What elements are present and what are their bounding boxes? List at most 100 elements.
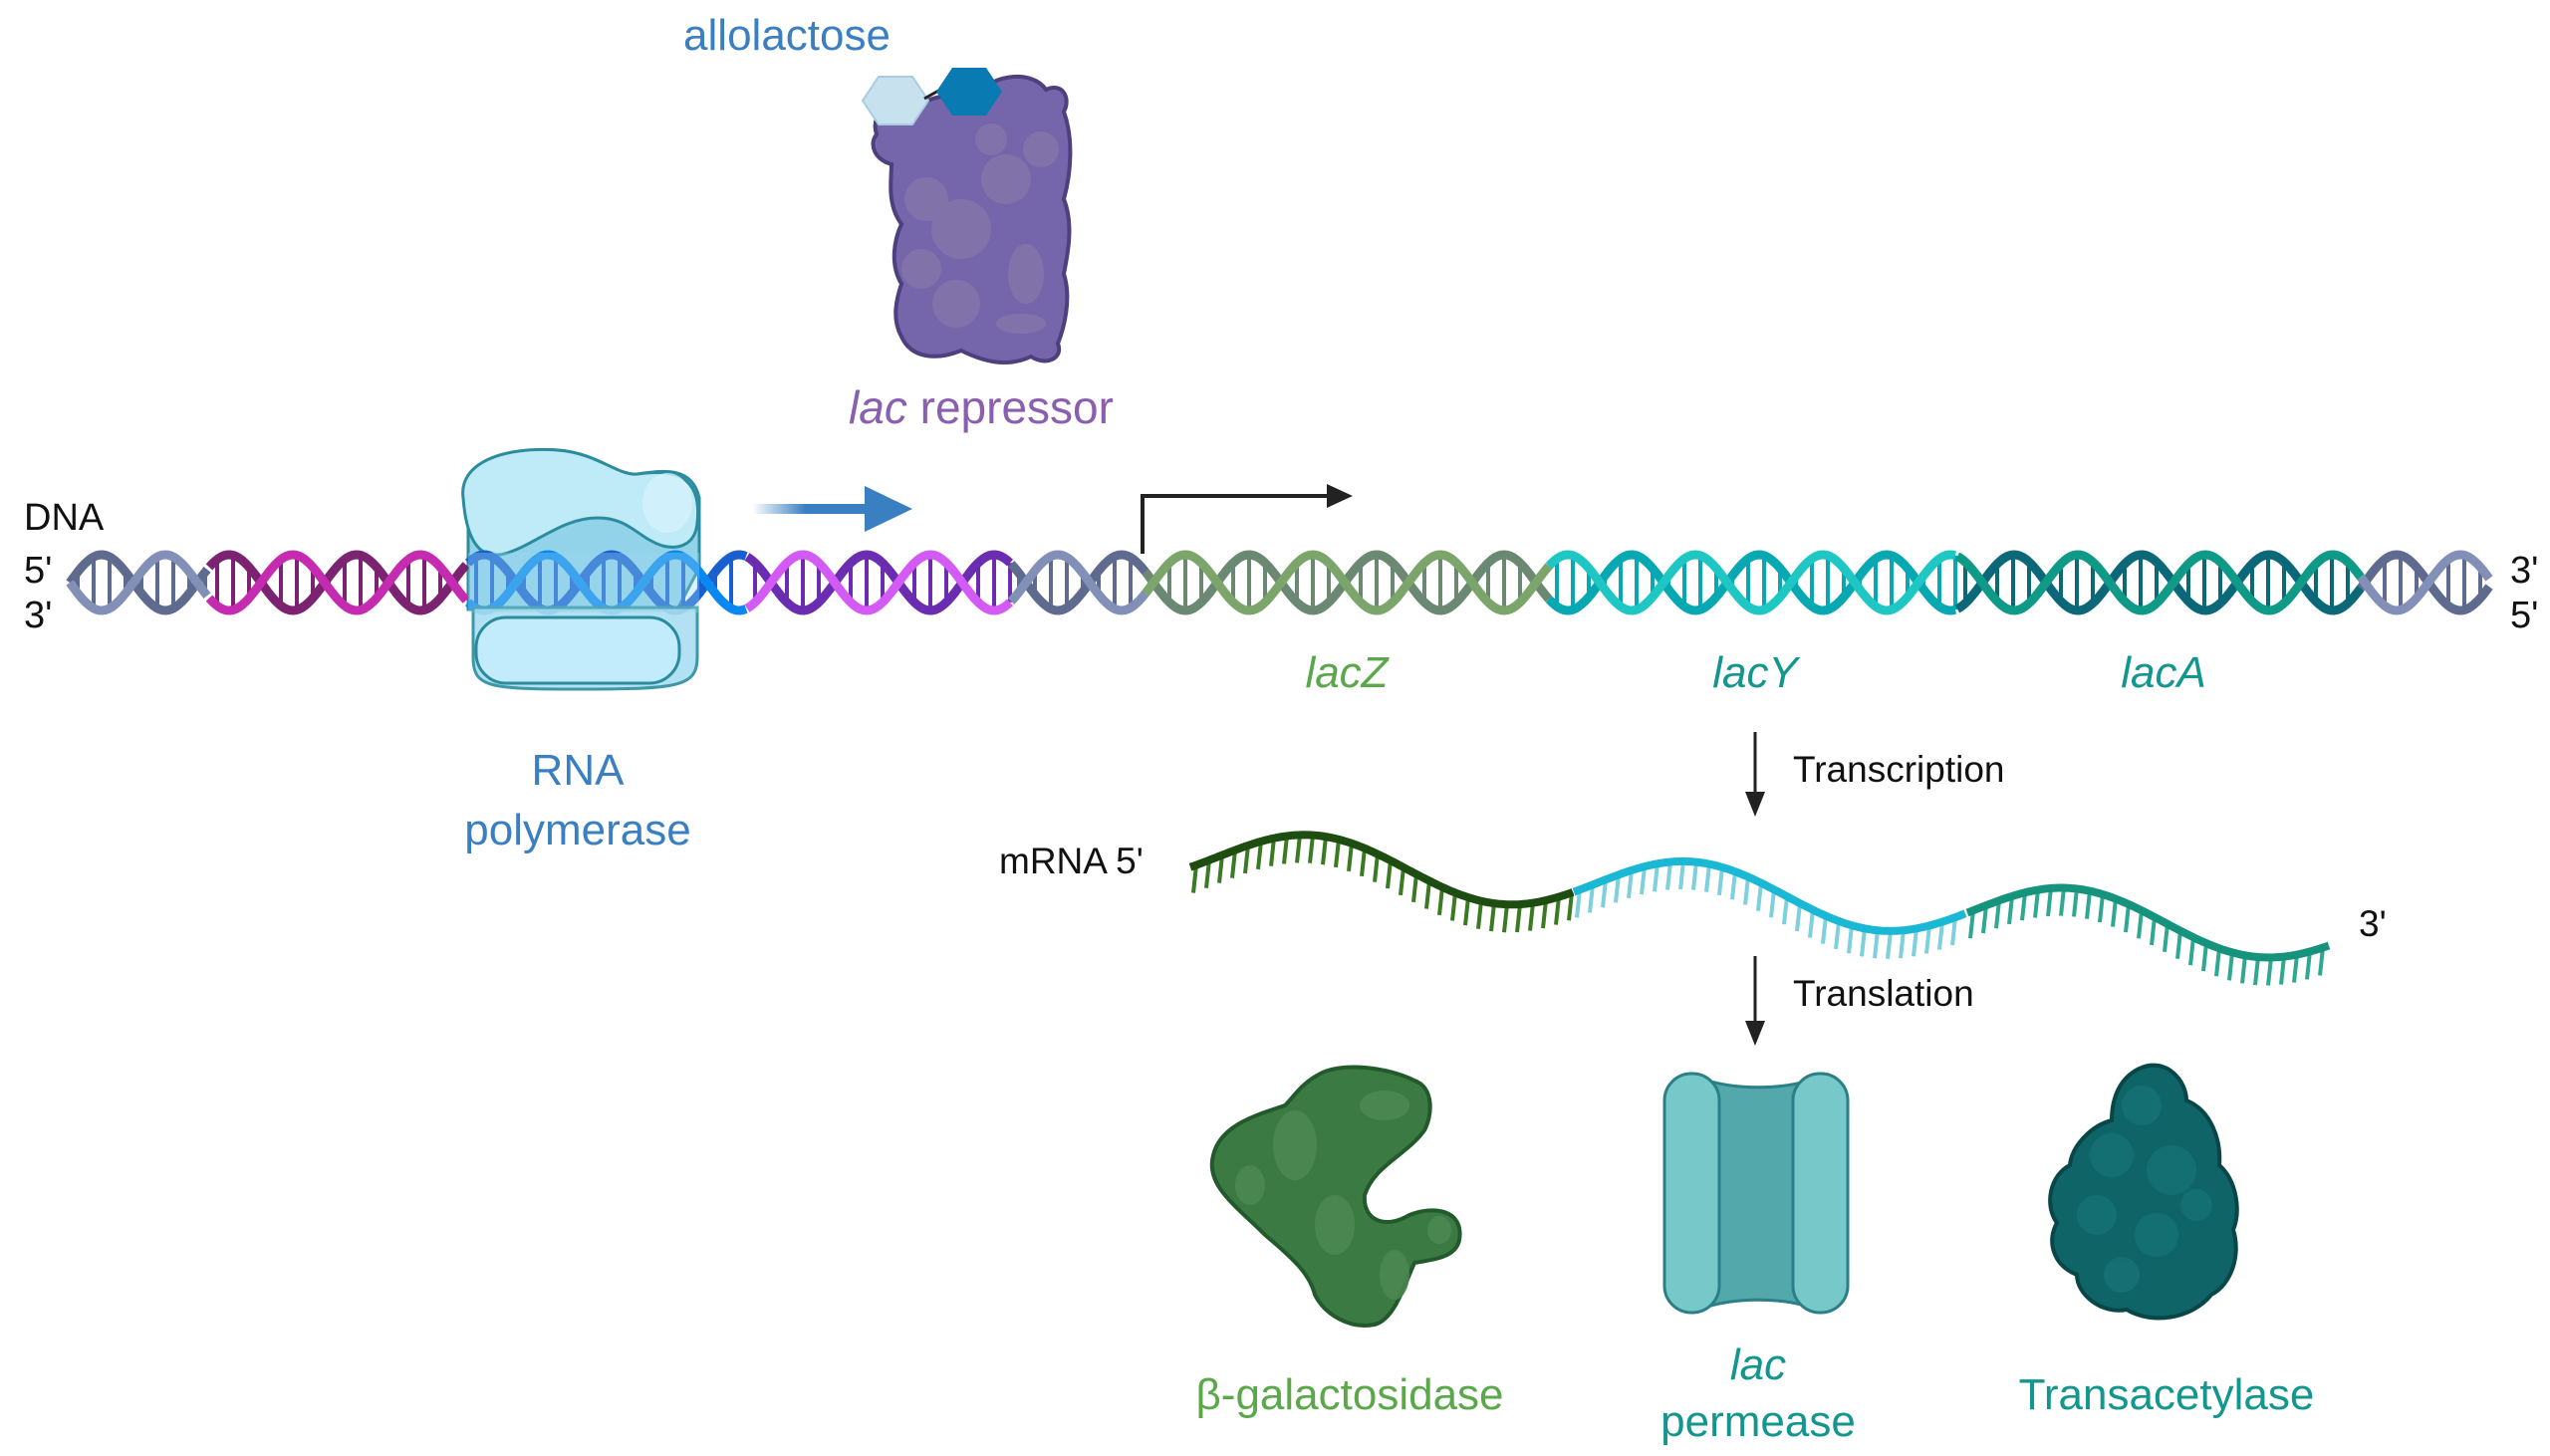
nucleotide <box>1256 841 1263 870</box>
nucleotide <box>1847 925 1854 954</box>
nucleotide <box>1269 838 1276 866</box>
nucleotide <box>2305 951 2312 980</box>
nucleotide <box>1821 915 1828 944</box>
lacY-label: lacY <box>1712 648 1800 697</box>
nucleotide <box>1243 845 1250 874</box>
transcription-arrow-icon <box>1745 732 1765 817</box>
dna-label: DNA <box>24 497 105 539</box>
nucleotide <box>1756 882 1763 911</box>
permease-label-line2: permease <box>1660 1397 1856 1446</box>
mrna-backbone <box>1965 883 2331 962</box>
nucleotide <box>1204 859 1211 888</box>
mrna-strand <box>1188 831 2331 986</box>
nucleotide <box>1295 835 1302 863</box>
nucleotide <box>1937 921 1944 950</box>
rnap-label-line1: RNA <box>532 746 626 795</box>
nucleotide <box>1924 925 1931 954</box>
dna-segment-spacer <box>1007 550 1149 615</box>
mrna-backbone <box>1572 856 1967 935</box>
nucleotide <box>2227 952 2234 981</box>
nucleotide <box>1282 836 1289 864</box>
nucleotide <box>1515 903 1522 933</box>
dna-strand-back <box>1954 550 2365 615</box>
mrna-segment-lacY-mrna <box>1572 856 1967 960</box>
nucleotide <box>2240 955 2247 984</box>
nucleotide <box>1808 909 1815 938</box>
nucleotide <box>1450 892 1457 921</box>
dna-segment-promoter-blue <box>464 550 748 615</box>
dna-strand-front <box>66 550 211 615</box>
nucleotide <box>1567 892 1574 921</box>
nucleotide <box>2188 936 2195 966</box>
nucleotide <box>1399 866 1405 896</box>
lac-repressor <box>861 68 1073 364</box>
nucleotide <box>2201 942 2208 972</box>
mrna-segment-lacA-mrna <box>1965 883 2331 986</box>
nucleotide <box>1769 889 1776 918</box>
dna-strand-back <box>1545 550 1957 615</box>
nucleotide <box>2266 957 2273 986</box>
nucleotide <box>1360 848 1367 877</box>
nucleotide <box>2072 888 2079 917</box>
movement-arrow-icon <box>752 486 912 532</box>
nucleotide <box>1899 929 1906 959</box>
dna-strand-front <box>205 550 470 615</box>
nucleotide <box>1981 904 1988 934</box>
nucleotide <box>2046 887 2053 917</box>
nucleotide <box>1912 928 1918 957</box>
dna-strand-front <box>1545 550 1957 615</box>
nucleotide <box>1743 876 1750 905</box>
dna-segment-operator-magenta <box>205 550 470 615</box>
nucleotide <box>1640 865 1647 895</box>
nucleotide <box>2253 956 2260 986</box>
nucleotide <box>1502 903 1509 933</box>
nucleotide <box>1968 909 1975 939</box>
nucleotide <box>1463 896 1470 926</box>
dna-left-5prime: 5' <box>24 550 52 592</box>
galactose-hexagon-icon <box>861 76 930 125</box>
nucleotide <box>1541 899 1548 929</box>
nucleotide <box>1691 861 1698 890</box>
dna-right-5prime: 5' <box>2510 595 2538 636</box>
dna-segment-operator-purple <box>744 550 1014 615</box>
nucleotide <box>1476 900 1483 929</box>
nucleotide <box>2111 898 2118 927</box>
nucleotide <box>1575 889 1582 918</box>
nucleotide <box>2150 916 2157 946</box>
nucleotide <box>2007 895 2014 925</box>
nucleotide <box>2163 923 2169 953</box>
dna-right-3prime: 3' <box>2510 550 2538 592</box>
allolactose-label: allolactose <box>683 11 891 60</box>
nucleotide <box>1217 854 1224 883</box>
dna-strand-front <box>2357 550 2493 615</box>
lac-permease-protein-icon <box>1662 1072 1850 1315</box>
dna-strand-back <box>2357 550 2493 615</box>
dna-segment-lacY <box>1545 550 1957 615</box>
translation-arrow-icon <box>1745 956 1765 1046</box>
nucleotide <box>1886 930 1893 960</box>
nucleotide <box>1347 843 1354 872</box>
dna-double-helix <box>66 550 2493 615</box>
nucleotide <box>1411 873 1418 903</box>
rnap-label-line2: polymerase <box>464 806 690 854</box>
mrna-3prime-label: 3' <box>2359 903 2387 944</box>
nucleotide <box>1873 930 1880 959</box>
mrna-5prime-label: mRNA 5' <box>999 841 1144 881</box>
dna-left-3prime: 3' <box>24 595 52 636</box>
nucleotide <box>2175 930 2182 959</box>
translation-label: Translation <box>1793 973 1974 1014</box>
mrna-segment-lacZ-mrna <box>1188 831 1575 933</box>
nucleotide <box>1191 864 1198 893</box>
nucleotide <box>2085 890 2092 919</box>
dna-strand-front <box>744 550 1014 615</box>
nucleotide <box>1994 900 2001 929</box>
nucleotide <box>1308 835 1315 863</box>
nucleotide <box>1665 861 1672 890</box>
lacZ-label: lacZ <box>1305 648 1390 697</box>
nucleotide <box>1528 902 1535 931</box>
dna-segment-flank-right <box>2357 550 2493 615</box>
transacetylase-label: Transacetylase <box>2019 1370 2315 1419</box>
rnap-highlight <box>642 473 692 533</box>
glucose-hexagon-icon <box>936 68 1002 116</box>
